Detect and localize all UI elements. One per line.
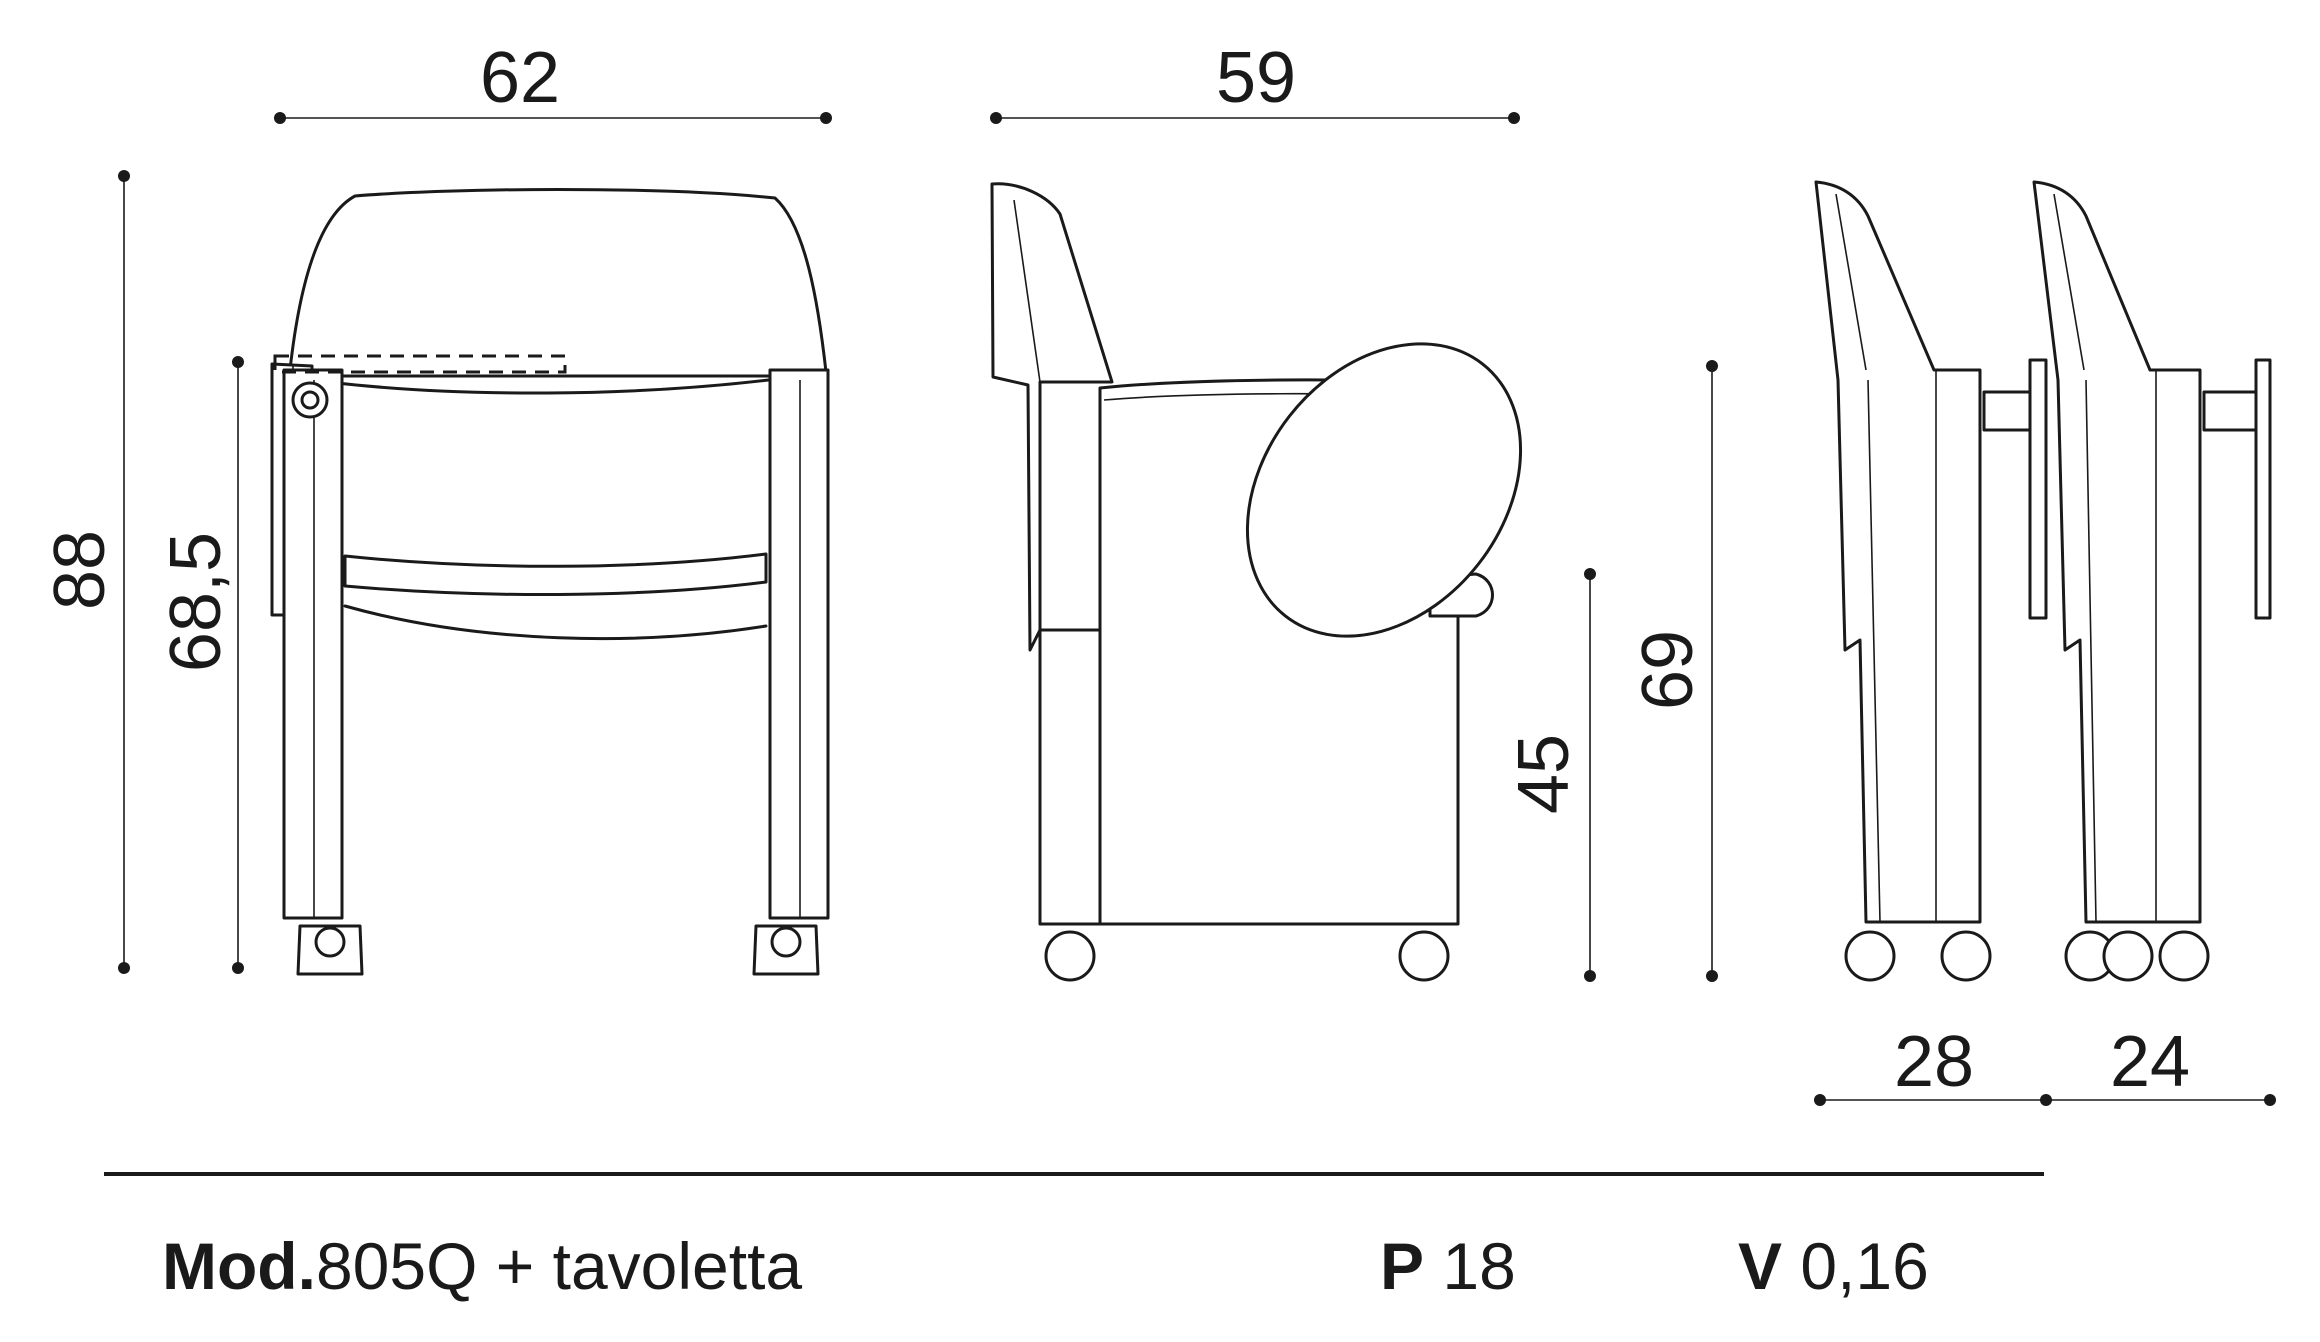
dim-total-height: 88 [40, 530, 120, 610]
dim-side-depth: 59 [1216, 38, 1296, 118]
footer-divider [104, 1172, 2044, 1176]
side-view-chair [990, 182, 1523, 982]
dim-tablet-height: 69 [1628, 630, 1708, 710]
folded-view-chair-2 [2032, 180, 2272, 982]
p-label: P [1380, 1229, 1425, 1303]
model-caption: Mod.805Q + tavoletta [162, 1226, 802, 1306]
dimension-lines [118, 112, 2276, 1106]
front-view-chair [270, 188, 830, 976]
v-caption: V 0,16 [1738, 1226, 1929, 1306]
dim-folded-depth-1: 28 [1894, 1022, 1974, 1102]
model-value: 805Q + tavoletta [315, 1229, 803, 1303]
dim-front-width: 62 [480, 38, 560, 118]
p-caption: P 18 [1380, 1226, 1516, 1306]
dim-folded-depth-2: 24 [2110, 1022, 2190, 1102]
dim-armrest-height: 68,5 [156, 532, 236, 672]
v-value: 0,16 [1800, 1229, 1929, 1303]
v-label: V [1738, 1229, 1783, 1303]
dim-seat-height: 45 [1504, 734, 1584, 814]
p-value: 18 [1442, 1229, 1516, 1303]
model-label: Mod. [162, 1229, 316, 1303]
folded-view-chair-1 [1814, 180, 2048, 982]
